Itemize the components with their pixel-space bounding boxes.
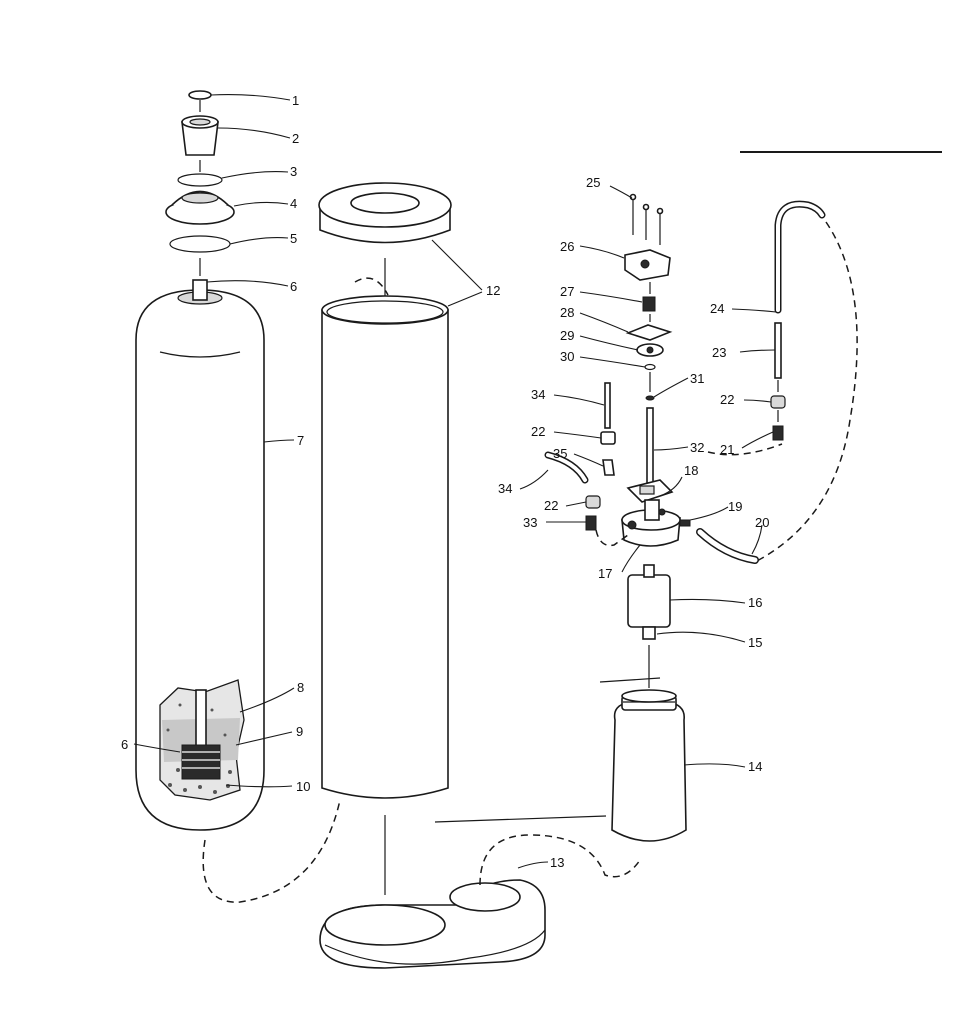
part-18-valve-head xyxy=(626,479,674,503)
part-15-nipple xyxy=(642,626,656,640)
part-33-fitting xyxy=(585,515,597,531)
part-4-collar xyxy=(165,190,235,225)
label-34-upper: 34 xyxy=(531,387,545,402)
label-32: 32 xyxy=(690,440,704,455)
label-21: 21 xyxy=(720,442,734,457)
assembly-lines xyxy=(199,100,779,895)
part-3-ring xyxy=(177,173,223,187)
tank-cutaway xyxy=(159,679,245,801)
part-32-stem xyxy=(646,407,654,484)
label-30: 30 xyxy=(560,349,574,364)
label-7: 7 xyxy=(297,433,304,448)
label-20: 20 xyxy=(755,515,769,530)
label-27: 27 xyxy=(560,284,574,299)
part-29-diaphragm xyxy=(636,343,664,357)
part-24-faucet xyxy=(774,200,826,314)
label-6-top: 6 xyxy=(290,279,297,294)
part-22-nut-left-lower xyxy=(585,495,601,509)
part-2-adapter xyxy=(181,115,219,156)
part-13-base-tray xyxy=(319,879,546,969)
part-12-cover xyxy=(318,182,452,244)
part-14-brine-jar xyxy=(611,689,687,842)
part-27-spring xyxy=(642,296,656,312)
part-19-fitting xyxy=(679,519,691,527)
label-8: 8 xyxy=(297,680,304,695)
label-34-lower: 34 xyxy=(498,481,512,496)
label-1: 1 xyxy=(292,93,299,108)
part-21-fitting xyxy=(772,425,784,441)
part-35-elbow xyxy=(602,459,615,476)
part-26-cap xyxy=(624,249,671,281)
part-16-filter xyxy=(627,564,671,628)
label-22-left-lower: 22 xyxy=(544,498,558,513)
label-6-bottom: 6 xyxy=(121,737,128,752)
label-14: 14 xyxy=(748,759,762,774)
label-12: 12 xyxy=(486,283,500,298)
label-2: 2 xyxy=(292,131,299,146)
label-24: 24 xyxy=(710,301,724,316)
callout-labels: 1 2 3 4 5 6 7 8 9 10 6 12 13 14 15 16 17… xyxy=(121,93,769,870)
label-22-right: 22 xyxy=(720,392,734,407)
label-23: 23 xyxy=(712,345,726,360)
dashed-hoses xyxy=(202,221,858,903)
part-20-tube xyxy=(696,528,759,564)
leader-lines xyxy=(133,94,777,869)
label-33: 33 xyxy=(523,515,537,530)
label-10: 10 xyxy=(296,779,310,794)
part-1-o-ring xyxy=(188,90,212,100)
part-34-lower-tube xyxy=(544,451,589,484)
part-5-gasket xyxy=(169,235,231,253)
label-17: 17 xyxy=(598,566,612,581)
label-18: 18 xyxy=(684,463,698,478)
part-28-plate xyxy=(625,324,673,341)
label-26: 26 xyxy=(560,239,574,254)
label-25: 25 xyxy=(586,175,600,190)
part-17-valve-body xyxy=(621,499,681,547)
part-25-screws xyxy=(629,193,664,245)
part-23-tube xyxy=(774,322,782,379)
label-15: 15 xyxy=(748,635,762,650)
label-4: 4 xyxy=(290,196,297,211)
part-30-washer xyxy=(644,363,656,371)
label-3: 3 xyxy=(290,164,297,179)
label-31: 31 xyxy=(690,371,704,386)
label-28: 28 xyxy=(560,305,574,320)
label-5: 5 xyxy=(290,231,297,246)
label-22-left-upper: 22 xyxy=(531,424,545,439)
part-12-brine-tank xyxy=(321,295,449,799)
label-35: 35 xyxy=(553,446,567,461)
part-34-upper-tube xyxy=(604,382,611,429)
label-29: 29 xyxy=(560,328,574,343)
part-22-nut-left-upper xyxy=(600,431,616,445)
label-13: 13 xyxy=(550,855,564,870)
label-16: 16 xyxy=(748,595,762,610)
part-22-nut-right xyxy=(770,395,786,409)
label-9: 9 xyxy=(296,724,303,739)
part-31-o-ring xyxy=(645,395,655,401)
label-19: 19 xyxy=(728,499,742,514)
